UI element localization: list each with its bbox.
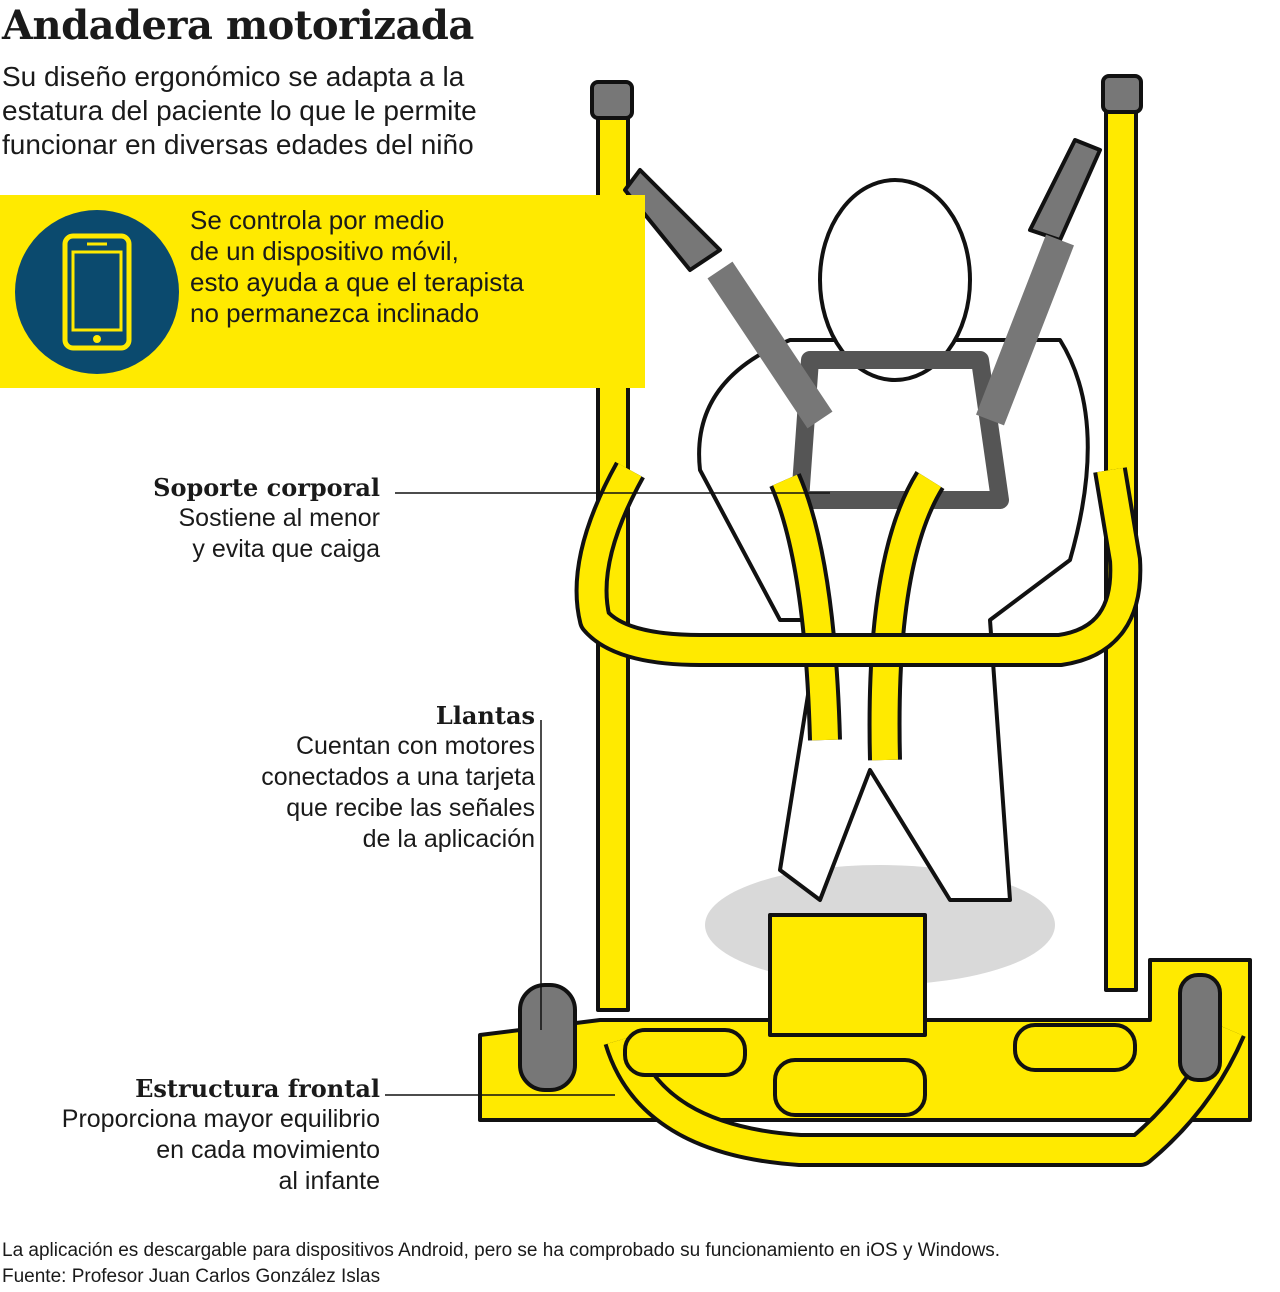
footer-note: La aplicación es descargable para dispos… <box>2 1240 1001 1261</box>
left-cap <box>590 80 634 120</box>
highlight-line: no permanezca inclinado <box>190 298 480 328</box>
base-frame <box>478 958 1252 1122</box>
label-line: Proporciona mayor equilibrio <box>61 1105 380 1133</box>
footer-source: Fuente: Profesor Juan Carlos González Is… <box>2 1266 381 1287</box>
page-title: Andadera motorizada <box>2 2 474 49</box>
subtitle-line: funcionar en diversas edades del niño <box>2 129 474 160</box>
subtitle-line: estatura del paciente lo que le permite <box>2 95 477 126</box>
highlight-line: Se controla por medio <box>190 205 445 235</box>
label-line: en cada movimiento <box>156 1136 380 1164</box>
label-line: que recibe las señales <box>286 794 535 822</box>
subtitle: Su diseño ergonómico se adapta a la esta… <box>2 60 477 162</box>
label-line: Cuentan con motores <box>295 732 535 760</box>
highlight-line: esto ayuda a que el terapista <box>190 267 524 297</box>
highlight-text: Se controla por medio de un dispositivo … <box>190 205 524 329</box>
child-head <box>818 178 972 382</box>
label-estructura-frontal: Estructura frontal Proporciona mayor equ… <box>62 1073 380 1197</box>
harness <box>791 351 1009 509</box>
subtitle-line: Su diseño ergonómico se adapta a la <box>2 61 465 92</box>
right-cap <box>1101 74 1143 114</box>
label-line: de la aplicación <box>362 825 535 853</box>
highlight-line: de un dispositivo móvil, <box>190 236 459 266</box>
label-line: Sostiene al menor <box>178 504 380 532</box>
smartphone-icon <box>15 210 179 374</box>
motor <box>773 1058 927 1117</box>
label-line: al infante <box>278 1167 380 1195</box>
label-title: Llantas <box>435 701 535 730</box>
motor-box <box>768 913 927 1037</box>
strap-left <box>623 168 722 272</box>
left-wheel <box>518 983 577 1092</box>
label-title: Soporte corporal <box>153 473 380 502</box>
footer: La aplicación es descargable para dispos… <box>2 1238 1000 1290</box>
label-soporte-corporal: Soporte corporal Sostiene al menor y evi… <box>153 472 380 565</box>
label-llantas: Llantas Cuentan con motores conectados a… <box>261 700 535 855</box>
right-wheel <box>1178 973 1222 1082</box>
strap-right <box>1028 138 1102 242</box>
label-line: y evita que caiga <box>192 535 380 563</box>
label-title: Estructura frontal <box>135 1074 380 1103</box>
label-line: conectados a una tarjeta <box>261 763 535 791</box>
